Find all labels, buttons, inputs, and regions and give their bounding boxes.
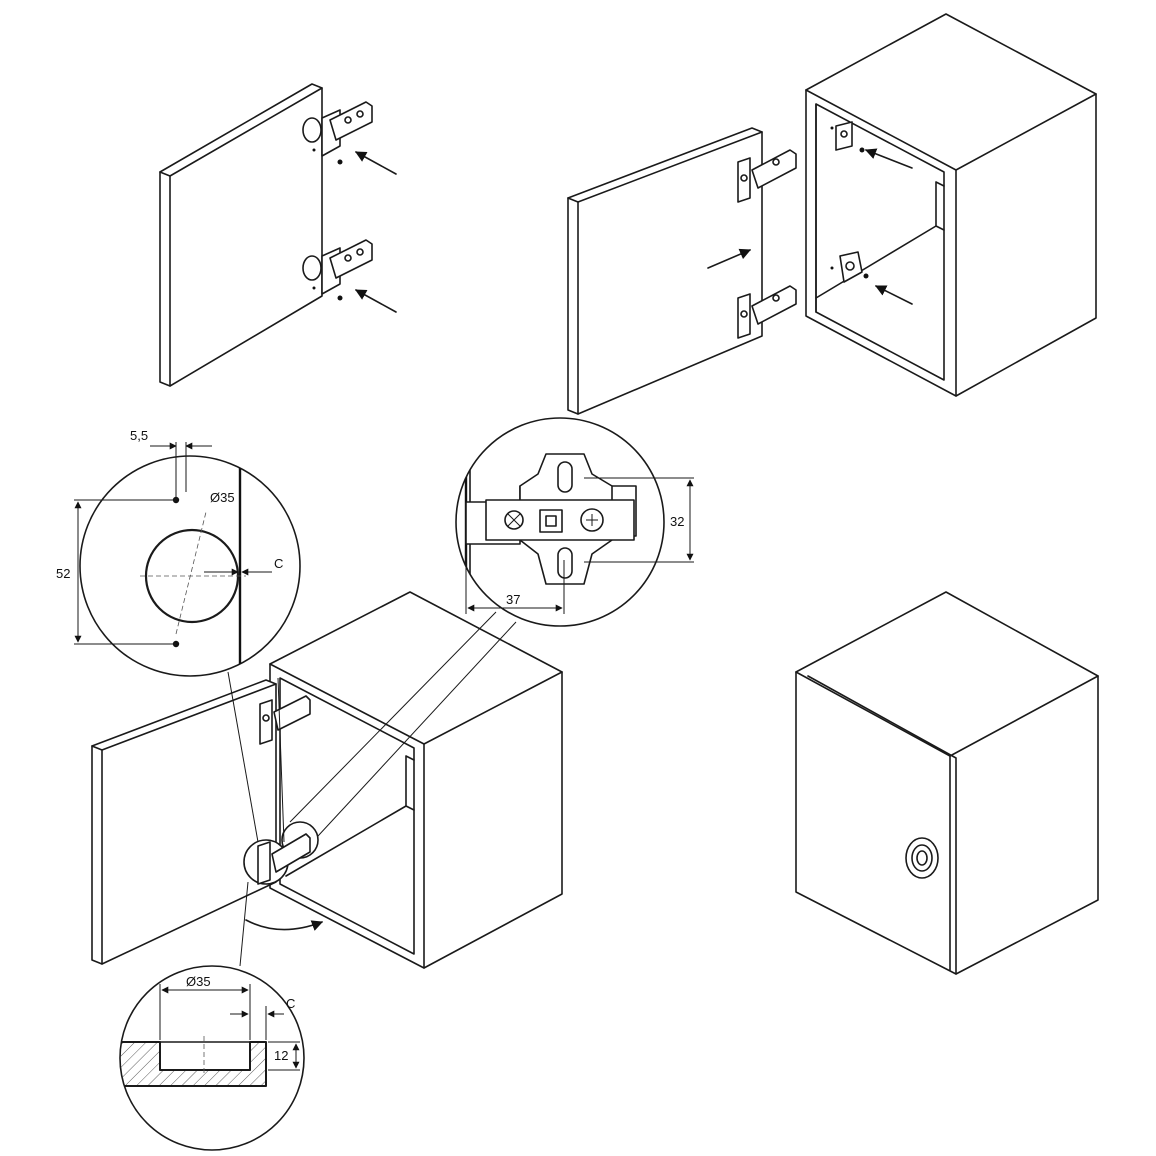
dim-plate-height: 32 <box>670 514 684 529</box>
hinge-top <box>302 101 373 165</box>
door-panel <box>159 83 323 387</box>
callout-line-face-a <box>227 671 259 843</box>
mounting-plate-bottom <box>830 251 869 283</box>
door-move-arrow <box>707 248 752 269</box>
door-panel-step2 <box>567 127 763 415</box>
dim-edge-distance-section: C <box>286 996 295 1011</box>
plate-arrow-top <box>864 148 913 169</box>
swing-arrow <box>245 919 324 931</box>
step4-closed-cabinet <box>795 591 1099 975</box>
mounting-plate-top <box>830 121 865 153</box>
callout-line-plate-a <box>289 611 497 823</box>
push-latch-icon <box>905 837 939 879</box>
detail-cup-section: Ø35 C 12 <box>119 965 305 1151</box>
dim-hole-spacing: 52 <box>56 566 70 581</box>
open-door <box>91 679 277 965</box>
dim-hole-offset: 5,5 <box>130 428 148 443</box>
dim-plate-setback: 37 <box>506 592 520 607</box>
dim-cup-diameter-section: Ø35 <box>186 974 211 989</box>
door-hinge-bottom <box>737 285 797 339</box>
callout-line-section <box>239 881 249 967</box>
insert-arrow-top <box>355 151 397 175</box>
detail-mounting-plate: 32 37 <box>455 417 694 627</box>
step2-mount-door-to-cabinet <box>567 13 1097 415</box>
installed-hinge-top <box>259 695 311 745</box>
open-cabinet-step2 <box>805 13 1097 397</box>
step1-door-with-hinges <box>159 83 397 387</box>
dim-edge-distance-face: C <box>274 556 283 571</box>
callout-line-plate-b <box>317 621 517 837</box>
cabinet-open <box>269 591 563 969</box>
door-hinge-top <box>737 149 797 203</box>
detail-cup-hole-face: 5,5 52 Ø35 C <box>56 428 301 677</box>
installed-hinge-bottom <box>243 821 319 885</box>
dim-cup-diameter-face: Ø35 <box>210 490 235 505</box>
insert-arrow-bottom <box>355 289 397 313</box>
plate-arrow-bottom <box>874 285 913 305</box>
dim-cup-depth: 12 <box>274 1048 288 1063</box>
callout-line-face-b <box>277 677 285 843</box>
step3-installed-open <box>91 591 563 969</box>
hinge-bottom <box>302 239 373 301</box>
